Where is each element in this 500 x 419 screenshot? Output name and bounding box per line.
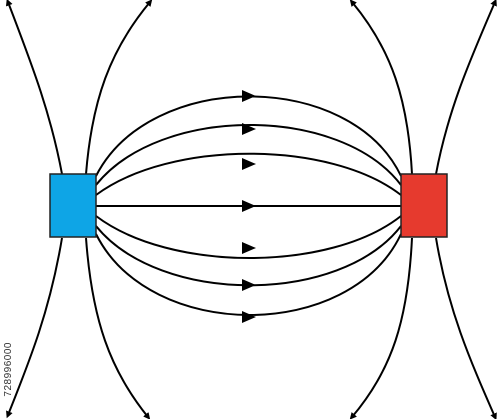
field-line (95, 124, 402, 186)
field-line (435, 237, 497, 419)
left-pole (49, 173, 97, 238)
inner-arrowheads (242, 90, 256, 323)
arrowhead (242, 279, 256, 291)
field-line (435, 0, 497, 175)
field-line (95, 152, 402, 196)
field-line (349, 0, 413, 175)
arrowhead (242, 242, 256, 254)
arrowhead (242, 90, 256, 102)
field-line (349, 237, 413, 419)
field-line (85, 237, 151, 419)
left-outer-lines (5, 0, 153, 419)
arrowhead (242, 311, 256, 323)
right-pole (400, 173, 448, 238)
field-line (85, 0, 153, 175)
field-line (95, 215, 402, 259)
arrowhead (242, 123, 256, 135)
field-line (5, 0, 63, 175)
right-outer-lines (349, 0, 497, 419)
watermark-id: 728996000 (3, 342, 14, 397)
arrowhead (242, 200, 256, 212)
field-line (95, 225, 402, 287)
field-line (6, 237, 63, 419)
arrowhead (242, 158, 256, 170)
